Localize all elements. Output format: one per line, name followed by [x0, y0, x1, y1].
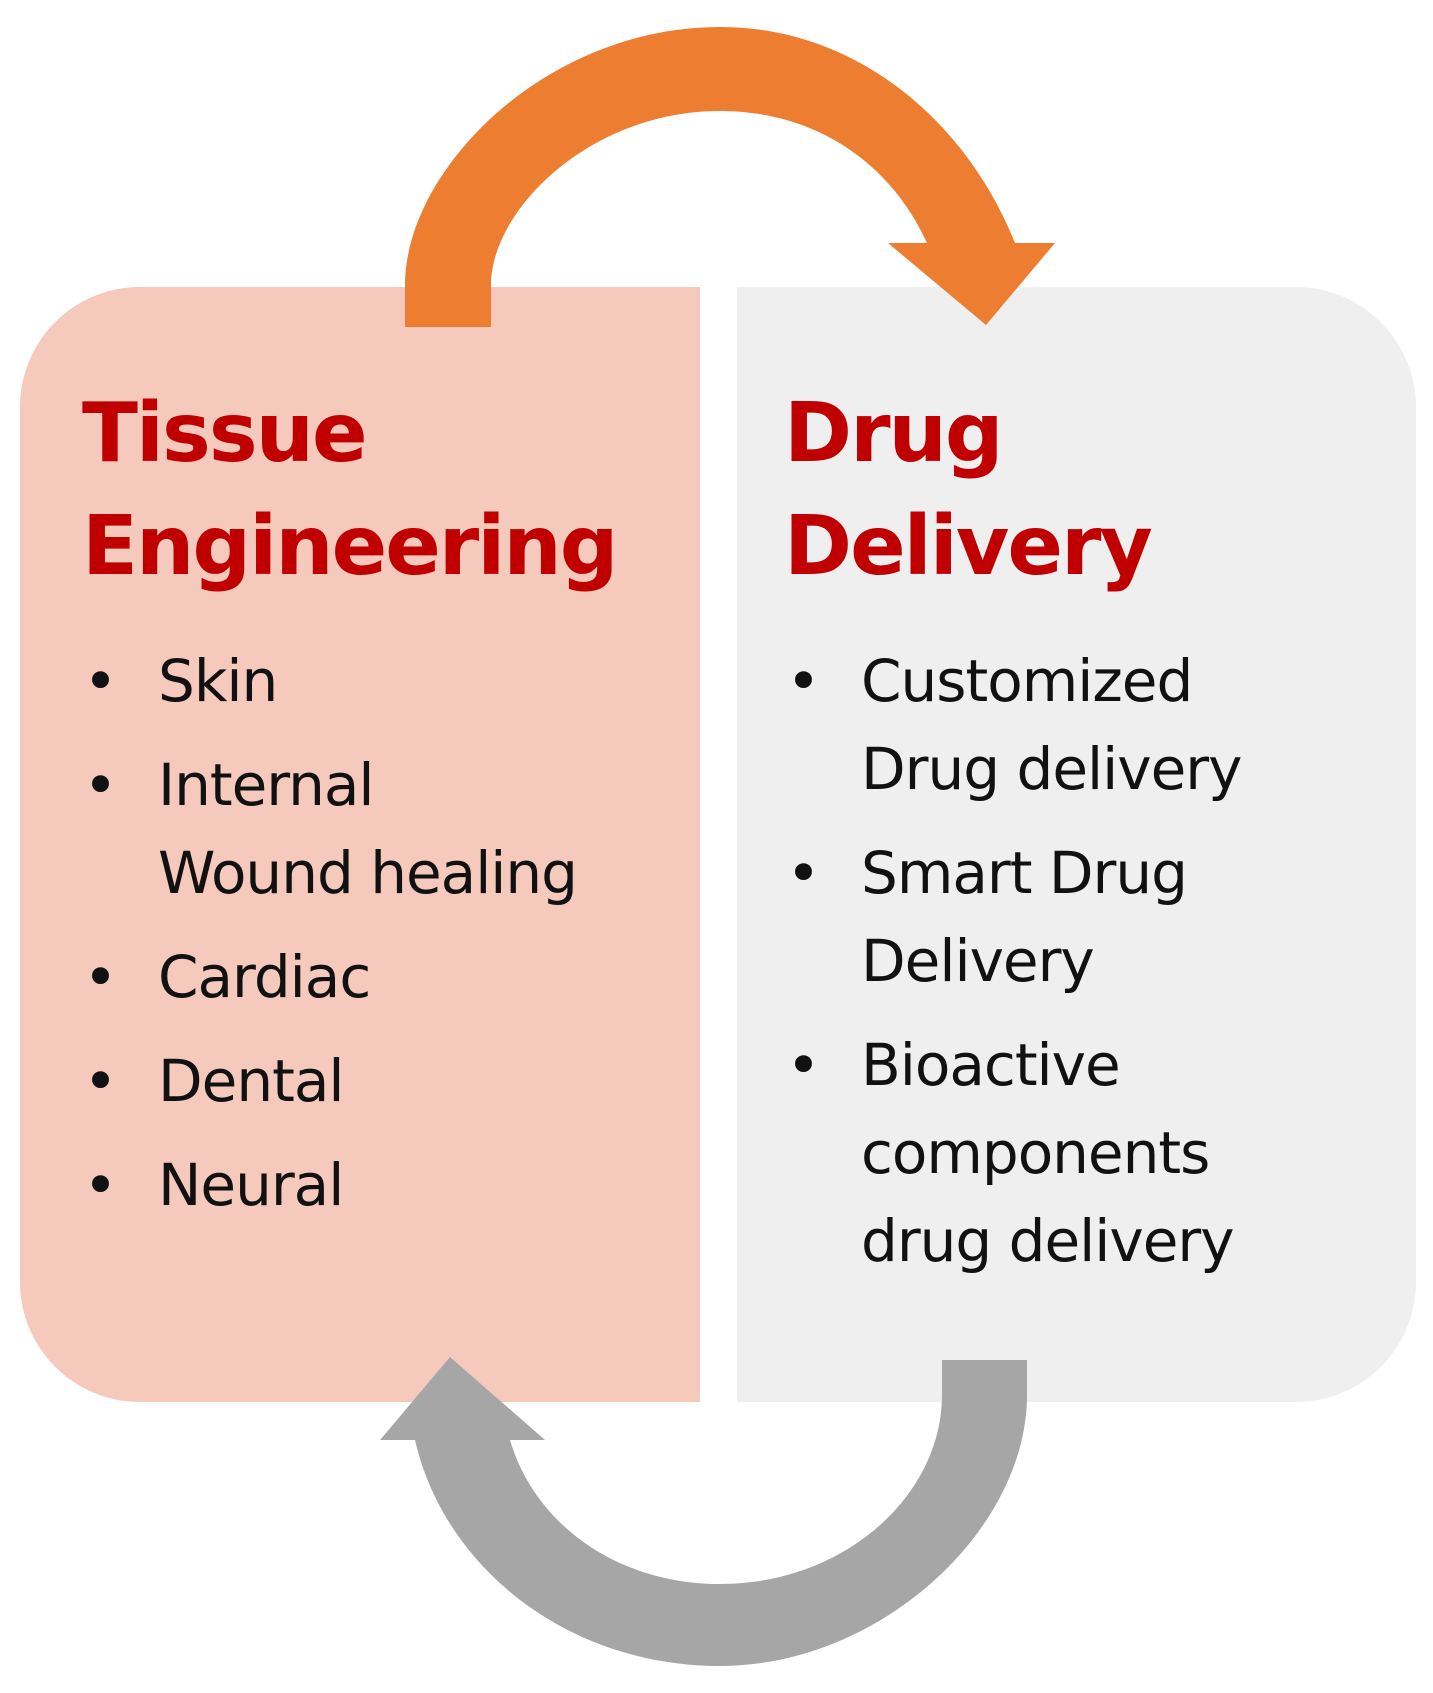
list-item: • Internal Wound healing	[80, 741, 680, 917]
tissue-engineering-title: Tissue Engineering	[82, 377, 618, 603]
list-item-text: Neural	[158, 1151, 344, 1219]
bullet-icon: •	[83, 1047, 117, 1115]
bottom-gray-arrow-icon	[380, 1357, 1027, 1666]
list-item: • Bioactive components drug delivery	[783, 1021, 1383, 1285]
bullet-icon: •	[83, 647, 117, 715]
tissue-engineering-list: • Skin • Internal Wound healing • Cardia…	[80, 637, 680, 1245]
list-item-text: Skin	[158, 647, 278, 715]
title-line: Delivery	[784, 499, 1153, 594]
bullet-icon: •	[83, 1151, 117, 1219]
list-item: • Skin	[80, 637, 680, 725]
title-line: Engineering	[82, 499, 618, 594]
title-line: Drug	[784, 386, 1004, 481]
list-item-text: Cardiac	[158, 943, 371, 1011]
list-item-text: Dental	[158, 1047, 345, 1115]
top-orange-arrow-icon	[405, 27, 1055, 327]
list-item-text: Delivery	[861, 927, 1095, 995]
list-item: • Neural	[80, 1141, 680, 1229]
tissue-engineering-panel: Tissue Engineering • Skin • Internal Wou…	[20, 287, 700, 1402]
bullet-icon: •	[83, 943, 117, 1011]
drug-delivery-list: • Customized Drug delivery • Smart Drug …	[783, 637, 1383, 1301]
drug-delivery-panel: Drug Delivery • Customized Drug delivery…	[737, 287, 1416, 1402]
bullet-icon: •	[786, 647, 820, 715]
list-item-text: Internal	[158, 751, 375, 819]
list-item-text: drug delivery	[861, 1207, 1235, 1275]
list-item-text: Wound healing	[158, 839, 578, 907]
bullet-icon: •	[83, 751, 117, 819]
list-item-text: Bioactive	[861, 1031, 1121, 1099]
list-item-text: Smart Drug	[861, 839, 1188, 907]
list-item: • Dental	[80, 1037, 680, 1125]
list-item-text: components	[861, 1119, 1210, 1187]
bullet-icon: •	[786, 839, 820, 907]
bullet-icon: •	[786, 1031, 820, 1099]
list-item: • Cardiac	[80, 933, 680, 1021]
list-item-text: Drug delivery	[861, 735, 1242, 803]
drug-delivery-title: Drug Delivery	[784, 377, 1153, 603]
list-item-text: Customized	[861, 647, 1193, 715]
list-item: • Smart Drug Delivery	[783, 829, 1383, 1005]
title-line: Tissue	[82, 386, 368, 481]
list-item: • Customized Drug delivery	[783, 637, 1383, 813]
